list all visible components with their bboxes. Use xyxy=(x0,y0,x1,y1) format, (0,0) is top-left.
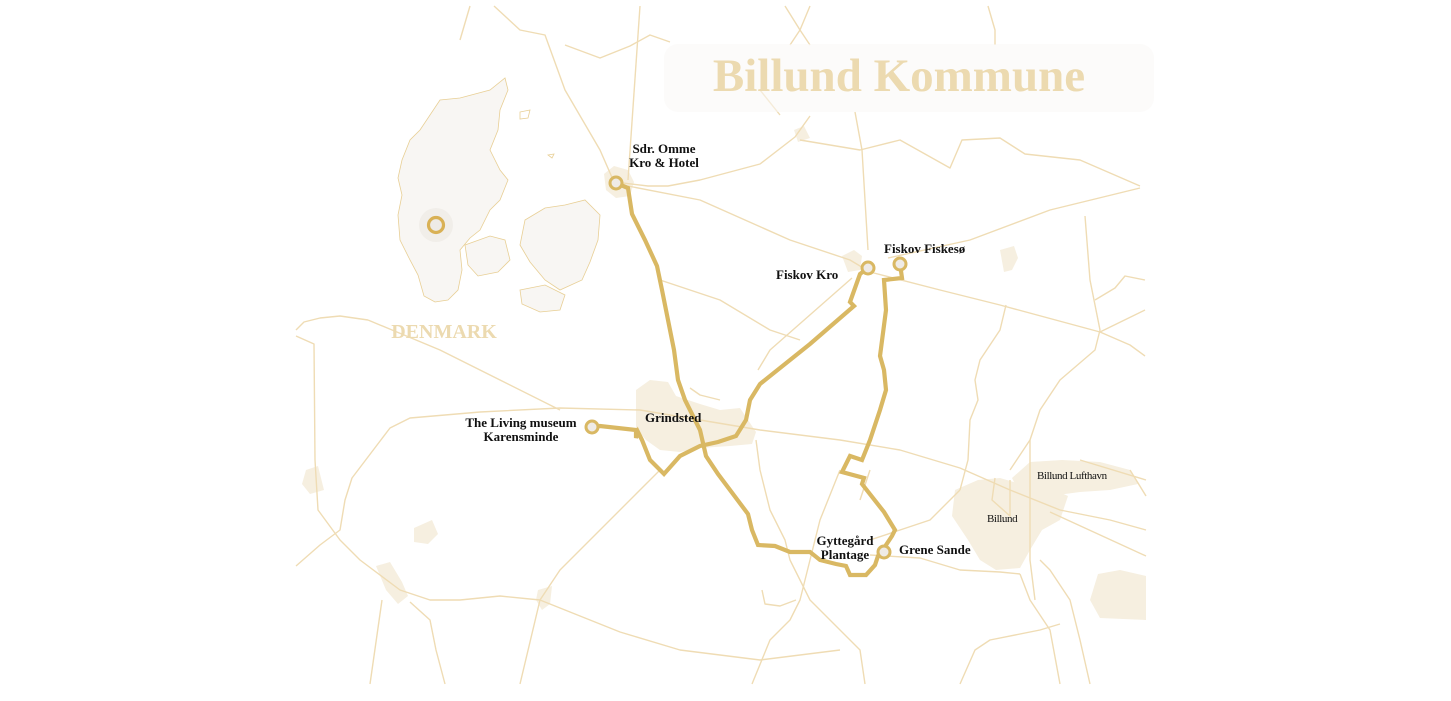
denmark-inset xyxy=(397,77,601,313)
label-line: Fiskov Fiskesø xyxy=(884,241,966,256)
label-line: Karensminde xyxy=(483,429,559,444)
town-area-grindsted xyxy=(636,380,756,452)
town-area-sw xyxy=(376,562,408,604)
label-fiskov-kro: Fiskov Kro xyxy=(776,268,838,282)
label-fiskov-fiskeso: Fiskov Fiskesø xyxy=(884,242,965,256)
label-line: The Living museum xyxy=(465,415,577,430)
marker-fiskov-kro[interactable] xyxy=(860,260,876,276)
label-living-museum: The Living museum Karensminde xyxy=(460,416,582,444)
town-area-e xyxy=(1000,246,1018,272)
island-1 xyxy=(519,109,531,120)
marker-fiskov-fiskeso[interactable] xyxy=(892,256,908,272)
marker-sdr-omme[interactable] xyxy=(608,175,624,191)
town-area-billund-lufthavn xyxy=(1012,460,1138,496)
label-line: Sdr. Omme xyxy=(632,141,696,156)
zealand-shape xyxy=(519,199,601,291)
label-grene-sande: Grene Sande xyxy=(899,543,971,557)
town-area-w2 xyxy=(414,520,438,544)
label-billund: Billund xyxy=(987,513,1018,525)
route xyxy=(591,181,905,578)
label-line: Gyttegård xyxy=(816,533,874,548)
marker-grene-sande[interactable] xyxy=(876,544,892,560)
label-grindsted: Grindsted xyxy=(645,410,702,425)
stop-markers xyxy=(584,175,908,560)
town-area-n xyxy=(794,126,810,142)
title-panel xyxy=(664,44,1154,112)
jutland-shape xyxy=(397,77,509,303)
label-line: Plantage xyxy=(820,547,870,562)
label-billund-lufthavn: Billund Lufthavn xyxy=(1037,470,1107,482)
lolland-shape xyxy=(519,284,566,313)
route-north-leg xyxy=(615,181,905,578)
inset-country-label: DENMARK xyxy=(391,321,497,343)
funen-shape xyxy=(464,235,511,277)
town-area-s xyxy=(536,586,552,610)
inset-location-ring-icon xyxy=(426,215,446,235)
label-line: Fiskov Kro xyxy=(776,267,839,282)
label-gyttegard: Gyttegård Plantage xyxy=(810,534,880,562)
route-fiskov-leg xyxy=(591,266,870,478)
label-sdr-omme: Sdr. Omme Kro & Hotel xyxy=(620,142,708,170)
town-area-se xyxy=(1090,570,1146,620)
island-2 xyxy=(547,153,555,159)
label-line: Kro & Hotel xyxy=(629,155,699,170)
road-network xyxy=(295,5,1147,685)
label-line: Grene Sande xyxy=(899,542,971,557)
town-area-w1 xyxy=(302,466,324,494)
map-title: Billund Kommune xyxy=(712,50,1086,102)
marker-living-museum[interactable] xyxy=(584,419,600,435)
